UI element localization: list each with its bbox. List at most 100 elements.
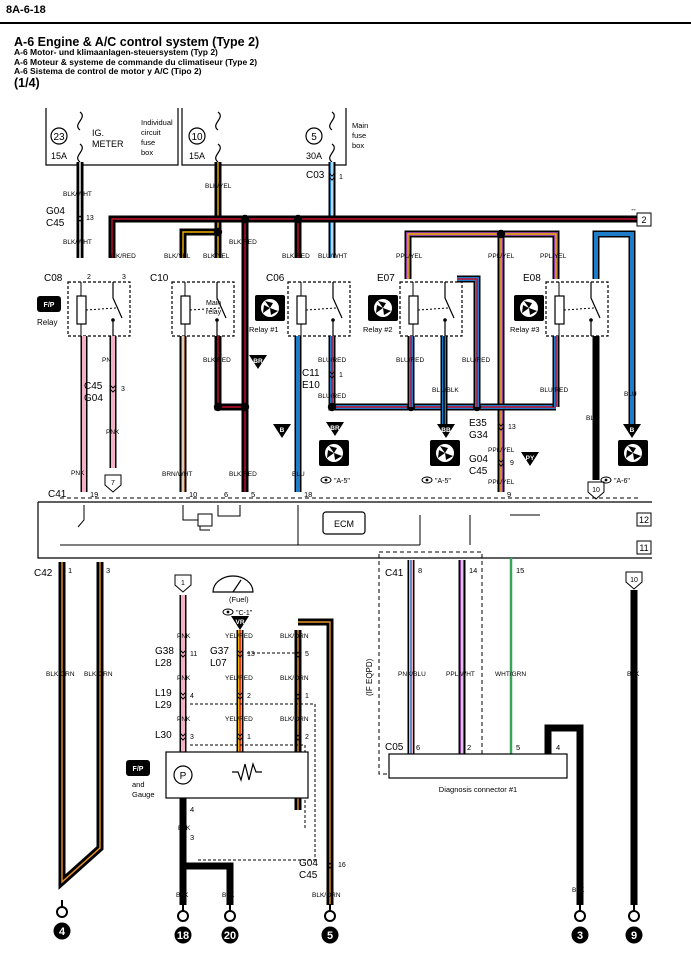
relay-c06-coil [296,295,307,325]
conn-c06-label: C06 [266,273,285,284]
fuel-gauge-icon [212,575,254,593]
relay-c08-coil [76,295,87,325]
offpage-2-box [636,212,652,227]
conn-c03-pin: 1 [339,174,343,181]
badge-bb: BB [441,427,451,434]
fuel-gauge-ref: "C-1" [236,610,253,617]
ground-5-icon [324,910,336,922]
wire-label-blk-red-c08: BLK/RED [108,253,136,260]
ground-9-badge [625,926,643,944]
dlc-pin-14: 14 [469,566,477,575]
conn-c11-label: C11 [302,368,320,379]
pin-mark [326,860,334,869]
wire-label-yel-red-0: YEL/RED [225,633,253,640]
badge-br-1: BR [253,358,263,365]
offpage-11-box [636,540,652,555]
wire-label-pnk-1: PNK [102,357,116,364]
wire-blk-pump-gnd-2 [183,864,232,905]
fuel-pump-label: and [132,780,145,789]
junction-blu-red-1 [327,402,337,412]
fuse-10-link [215,111,221,163]
wire-blk-orn-ground-4-stripe [61,562,101,884]
conn-c03-label: C03 [306,170,325,181]
relay1-label: Relay #1 [249,325,279,334]
wire-label-blk-20: BLK [222,892,235,899]
relay-c06-link [305,307,337,311]
relay-e07-link [417,307,449,311]
relay3-label: Relay #3 [510,325,540,334]
wire-blk-red-c10-3 [216,336,245,409]
ecm-label: ECM [334,519,354,529]
pin-mark [294,649,302,658]
fan-motor-1-blades [327,446,342,460]
diagnosis-connector-label: Diagnosis connector #1 [439,785,517,794]
conn-l28-label: L28 [155,658,172,669]
conn-c45-b-pin: 3 [121,386,125,393]
pin-mark [76,213,84,222]
conn-g38-pin: 11 [190,651,197,658]
ecm-outline [37,501,652,559]
fuel-gauge-ref-icon [222,608,234,616]
wire-label-pnk-fuel-0: PNK [177,633,191,640]
fuse-23-circle [50,127,68,145]
main-relay-label: Main [206,300,221,307]
conn-c10-label: C10 [150,273,169,284]
arrow-7-icon [104,474,122,493]
pin-mark [294,691,302,700]
conn-l30-pin-m: 1 [247,734,251,741]
relay-fp-icon-glyph: F/P [44,302,55,309]
c42-pin3: 3 [106,566,110,575]
wire-label-pnk-2: PNK [106,429,120,436]
wire-label-blk-orn-p1: BLK/ORN [280,675,309,682]
relay-e08-contact [589,318,593,322]
conn-l29-label: L29 [155,700,172,711]
fuse-10-amp: 15A [189,151,205,161]
wire-label-blk-yel-1: BLK/YEL [205,183,232,190]
fan-ref-1: "A-5" [334,478,350,485]
relay-e07-contact [443,318,447,322]
pump-pin-4: 4 [190,805,194,814]
conn-l30-label: L30 [155,730,172,741]
wire-blk-diag-gnd [546,726,582,905]
wire-label-blk-wht-1: BLK/WHT [63,191,92,198]
conn-c45-b-label: C45 [84,381,103,392]
fuse-10-number: 10 [191,132,203,143]
relay-c08-label: Relay [37,318,57,327]
wire-blk-orn-ground-4 [60,562,102,887]
arrow-10-a: 10 [592,487,600,494]
individual-fuse-box-label: box [141,148,153,157]
pin-mark [236,649,244,658]
wire-label-blu-red-5: BLU/RED [540,387,568,394]
relay-c10-contact [215,318,219,322]
wire-label-blk-9: BLK [627,671,640,678]
wire-blk-pump-gnd-2-outline [183,862,234,905]
ground-4-icon [56,906,68,918]
wire-label-blk-yel-3: BLK/YEL [203,253,230,260]
wire-label-wht-grn: WHT/GRN [495,671,526,678]
conn-l19-label: L19 [155,688,172,699]
fan-ref-3: "A-6" [614,478,630,485]
c41-pin-5: 5 [251,490,255,499]
c05-pin-4: 4 [556,743,560,752]
fuel-gauge-needle [232,579,242,593]
wire-blu-red-e07-2-stripe [457,278,478,407]
fan-ref-2-pupil [425,478,429,482]
relay-c10-switch [216,282,227,336]
ecm-trans-1 [77,505,85,528]
wire-blk-yel-relay-stripe [182,231,218,258]
conn-c08-label: C08 [44,273,63,284]
relay-e08-switch [590,282,601,336]
c05-pin-2: 2 [467,743,471,752]
pin-mark [497,422,505,431]
c41-pin-6: 6 [224,490,228,499]
relay2-fan-blades [376,301,391,315]
fan-ref-3-icon [600,476,612,484]
ground-3-icon [574,910,586,922]
offpage-12: 12 [639,515,649,525]
junction-blk-yel [213,227,223,237]
conn-g04-c-pin: 16 [338,862,346,869]
pin-mark [179,691,187,700]
fuse-box-main [181,108,347,166]
ground-5-badge [321,926,339,944]
